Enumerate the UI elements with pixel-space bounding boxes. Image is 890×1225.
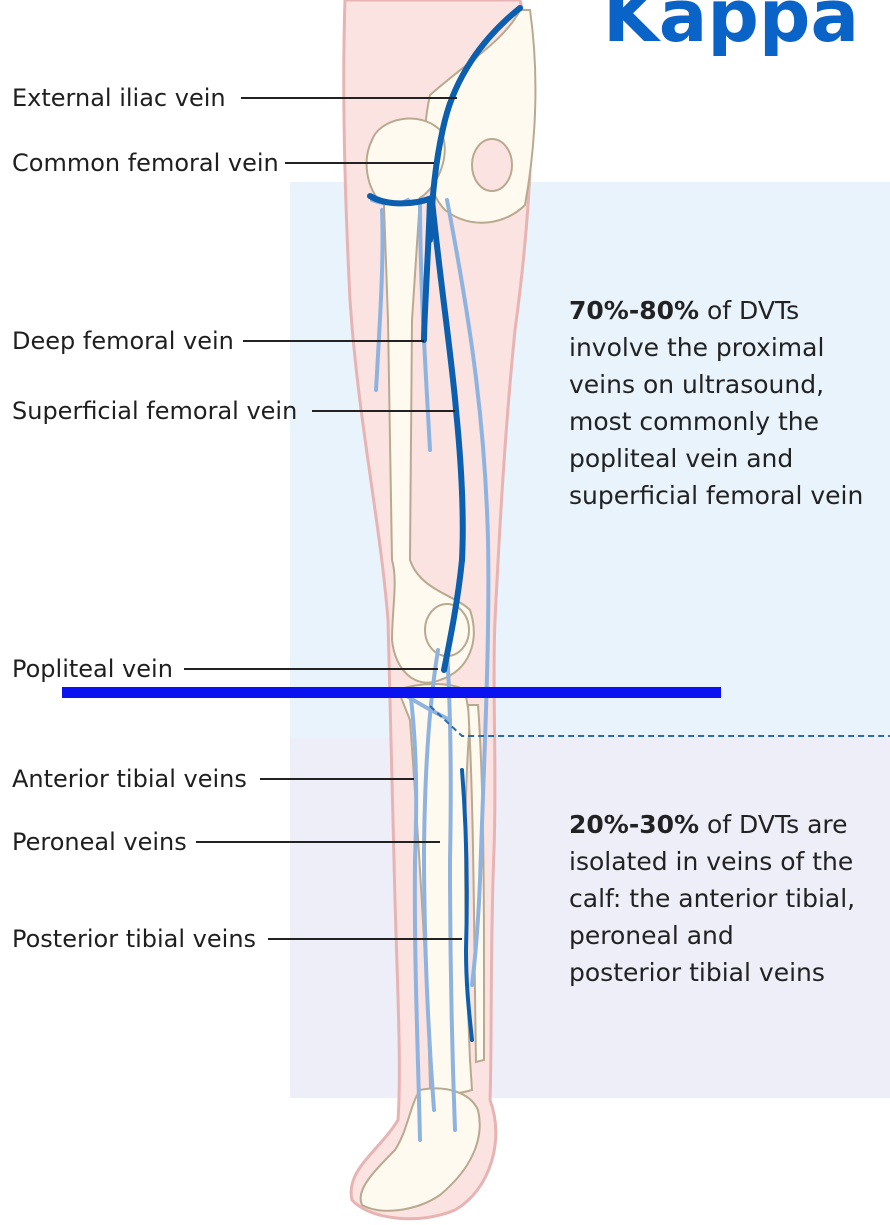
proximal-line1: of DVTs [699,296,799,325]
proximal-line4: most commonly the [569,403,863,440]
proximal-line5: popliteal vein and [569,440,863,477]
page-heading: Kappa [603,0,859,56]
proximal-line6: superficial femoral vein [569,477,863,514]
proximal-line2: involve the proximal [569,329,863,366]
calf-line4: peroneal and [569,917,855,954]
label-posterior-tibial-veins: Posterior tibial veins [12,924,256,954]
label-anterior-tibial-veins: Anterior tibial veins [12,764,247,794]
label-peroneal-veins: Peroneal veins [12,827,187,857]
label-popliteal-vein: Popliteal vein [12,654,173,684]
label-superficial-femoral-vein: Superficial femoral vein [12,396,297,426]
calf-percent: 20%-30% [569,810,699,839]
calf-line1: of DVTs are [699,810,847,839]
proximal-line3: veins on ultrasound, [569,366,863,403]
proximal-dvt-note: 70%-80% of DVTs involve the proximal vei… [569,292,863,514]
proximal-percent: 70%-80% [569,296,699,325]
calf-line3: calf: the anterior tibial, [569,880,855,917]
calf-dvt-note: 20%-30% of DVTs are isolated in veins of… [569,806,855,991]
divider-bar [62,687,721,698]
label-common-femoral-vein: Common femoral vein [12,148,279,178]
proximal-calf-separator [430,706,890,736]
label-external-iliac-vein: External iliac vein [12,83,226,113]
label-deep-femoral-vein: Deep femoral vein [12,326,234,356]
calf-line2: isolated in veins of the [569,843,855,880]
calf-line5: posterior tibial veins [569,954,855,991]
